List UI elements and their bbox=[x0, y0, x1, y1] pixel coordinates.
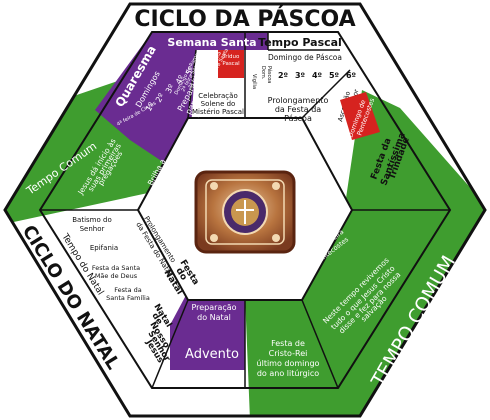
label-tempo-pascal: Tempo Pascal bbox=[258, 36, 342, 49]
label-cristo-rei-2: Cristo-Rei bbox=[269, 349, 308, 358]
label-sagrada-familia-1: Festa da bbox=[114, 286, 141, 294]
label-triduo-2: Pascal bbox=[222, 61, 240, 67]
label-advento: Advento bbox=[185, 347, 239, 362]
label-triduo-1: Tríduo bbox=[222, 53, 240, 60]
pascal-sunday-0: 2º bbox=[278, 71, 289, 80]
label-vigilia-1: Vigília bbox=[251, 74, 258, 89]
quaresma-sunday-2: 3º bbox=[164, 83, 176, 95]
pentecostes-box bbox=[340, 92, 380, 140]
label-cristo-rei-3: último domingo bbox=[257, 359, 320, 368]
divider-lines bbox=[40, 31, 450, 389]
label-preparacao-natal-1: Preparação bbox=[191, 303, 236, 312]
quaresma-sunday-3: 4º bbox=[174, 74, 186, 86]
pascal-sunday-1: 3º bbox=[295, 71, 306, 80]
label-cristo-rei-4: do ano litúrgico bbox=[257, 369, 319, 378]
label-celebracao-3: Mistério Pascal bbox=[192, 108, 244, 116]
label-sagrada-familia-2: Santa Família bbox=[106, 294, 150, 302]
center-medallion bbox=[194, 170, 296, 254]
quaresma-sunday-4: 5º bbox=[184, 65, 196, 77]
label-domingo-pascoa: Domingo de Páscoa bbox=[268, 53, 342, 62]
pascal-sunday-4: 6º bbox=[346, 71, 357, 80]
outer-hexagon bbox=[3, 2, 487, 418]
pascal-sunday-2: 4º bbox=[312, 71, 323, 80]
label-celebracao-2: Solene do bbox=[201, 100, 236, 108]
label-semana-santa: Semana Santa bbox=[167, 36, 256, 49]
label-cristo-rei-1: Festa de bbox=[271, 339, 305, 348]
pascal-sundays: 2º 3º 4º 5º 6º bbox=[278, 71, 357, 80]
label-batismo-1: Batismo do bbox=[72, 216, 111, 224]
region-purple-bottom bbox=[170, 297, 245, 370]
label-epifania: Epifania bbox=[90, 244, 118, 252]
label-batismo-2: Senhor bbox=[80, 225, 105, 233]
label-celebracao-1: Celebração bbox=[198, 92, 237, 100]
quaresma-sunday-0: 1º bbox=[144, 101, 156, 113]
title-ciclo-pascoa: CICLO DA PÁSCOA bbox=[134, 6, 355, 32]
label-prolong-pascoa-3: Páscoa bbox=[284, 114, 312, 123]
label-santa-mae-1: Festa da Santa bbox=[92, 264, 140, 272]
label-preparacao-natal-2: do Natal bbox=[197, 313, 231, 322]
region-purple-top bbox=[95, 32, 268, 162]
triduo-box bbox=[218, 50, 244, 78]
pascal-sunday-3: 5º bbox=[329, 71, 340, 80]
label-santa-mae-2: Mãe de Deus bbox=[95, 272, 138, 280]
label-dom-pascoa-2: Páscoa bbox=[266, 66, 273, 83]
label-prolong-pascoa-1: Prolongamento bbox=[268, 96, 329, 105]
quaresma-sunday-1: 2º bbox=[154, 92, 166, 104]
label-dom-pascoa-1: Dom. bbox=[260, 66, 266, 80]
label-prolong-pascoa-2: da Festa da bbox=[275, 105, 321, 114]
